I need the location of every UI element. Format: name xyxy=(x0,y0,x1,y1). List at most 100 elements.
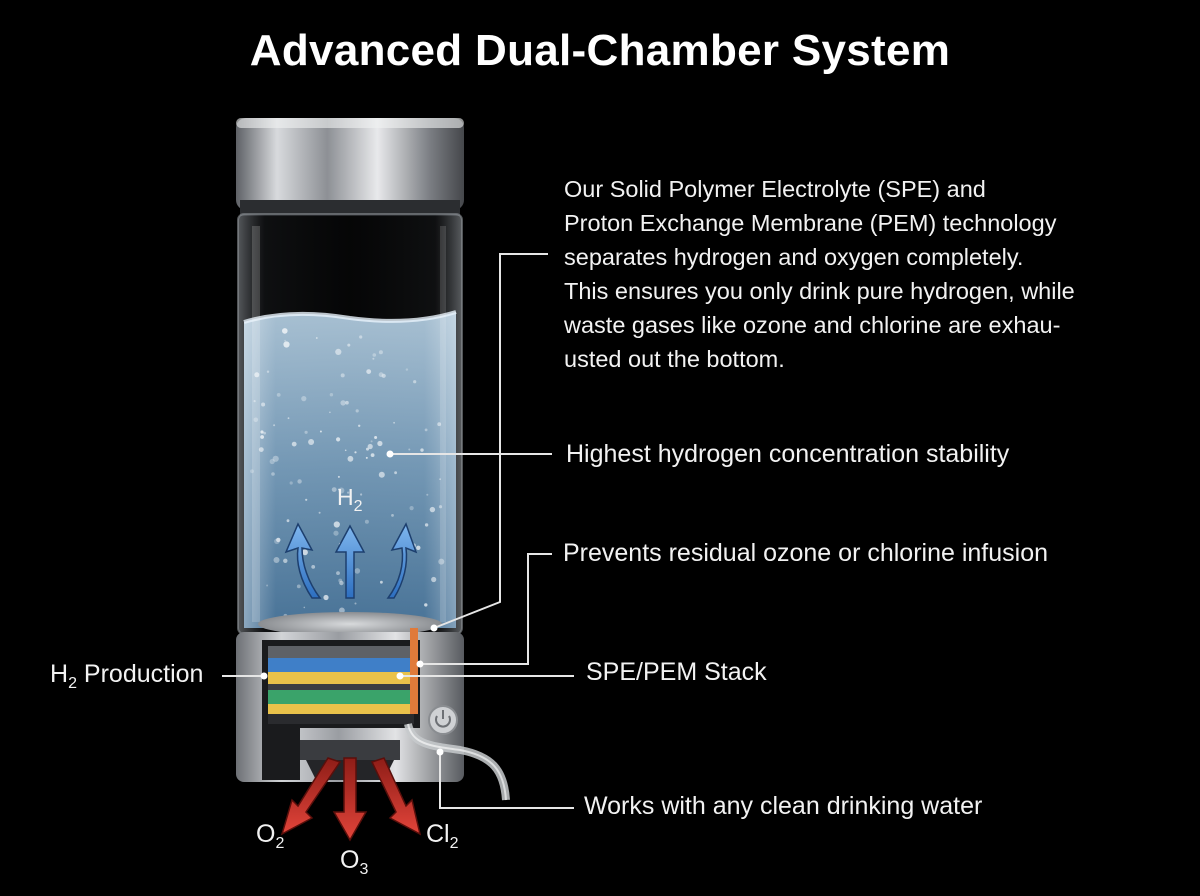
bubble xyxy=(289,481,293,485)
gas-subscript: 2 xyxy=(449,835,459,852)
bubble xyxy=(318,511,321,514)
bubble xyxy=(336,437,341,442)
bubble xyxy=(308,439,315,445)
bubble xyxy=(378,471,385,478)
bubble xyxy=(378,372,384,378)
bubble xyxy=(374,436,378,439)
bubble xyxy=(339,580,344,586)
description-line: waste gases like ozone and chlorine are … xyxy=(564,312,1061,338)
bubble xyxy=(377,440,383,447)
gas-symbol: O xyxy=(340,846,360,874)
bubble xyxy=(408,448,411,451)
bubble xyxy=(381,373,386,378)
production-text: Production xyxy=(83,660,204,688)
description-line: Our Solid Polymer Electrolyte (SPE) and xyxy=(564,176,986,202)
bubble xyxy=(354,451,357,454)
bubble xyxy=(339,607,345,614)
gas-subscript: 3 xyxy=(359,861,369,878)
bubble xyxy=(282,328,288,334)
bubble xyxy=(284,339,287,342)
bubble xyxy=(335,348,342,355)
bubble xyxy=(413,380,417,384)
bubble xyxy=(370,440,373,443)
description-line: This ensures you only drink pure hydroge… xyxy=(564,278,1075,304)
bubble xyxy=(250,469,254,474)
gas-label-o2: O2 xyxy=(256,820,284,853)
callout-stability: Highest hydrogen concentration stability xyxy=(566,440,1010,468)
bubble xyxy=(437,422,442,427)
bottle-cap xyxy=(236,118,464,216)
bubble xyxy=(287,417,290,420)
bubble xyxy=(394,471,397,475)
bubble xyxy=(261,402,266,407)
bubble xyxy=(333,530,339,536)
bubble xyxy=(305,498,308,501)
bubble xyxy=(366,447,369,451)
bubble xyxy=(354,568,361,574)
gas-subscript: 2 xyxy=(275,835,285,852)
callout-dots xyxy=(260,450,444,756)
bubble xyxy=(347,455,354,462)
bubble xyxy=(253,417,259,423)
bubble xyxy=(276,537,281,543)
bubble xyxy=(380,580,383,584)
power-icon[interactable] xyxy=(435,710,451,728)
waste-gas-down-arrows xyxy=(280,757,422,842)
description-line: usted out the bottom. xyxy=(564,346,785,372)
bubble xyxy=(331,487,337,492)
bubble xyxy=(269,458,275,465)
bubble xyxy=(359,335,363,339)
gas-label-cl2: Cl2 xyxy=(426,820,459,853)
bubble xyxy=(364,519,369,524)
spe-pem-stack xyxy=(268,628,418,724)
bubble xyxy=(416,545,421,550)
bubble xyxy=(272,455,279,462)
bubble xyxy=(393,421,395,424)
bubble xyxy=(336,571,340,575)
bubble xyxy=(258,447,264,452)
bubble xyxy=(273,557,280,563)
callout-h2-production: H2 Production xyxy=(50,660,203,693)
bubble xyxy=(338,487,345,494)
bubble xyxy=(329,393,334,397)
bubble xyxy=(409,506,414,511)
callout-clean-water: Works with any clean drinking water xyxy=(584,792,983,820)
bubble xyxy=(311,565,316,569)
bubble xyxy=(283,341,290,348)
h2-symbol: H xyxy=(50,660,69,688)
bubble xyxy=(271,472,275,476)
gas-label-o3: O3 xyxy=(340,846,368,879)
bubble xyxy=(291,441,297,447)
bubble xyxy=(315,337,318,339)
bubble xyxy=(367,443,373,450)
bubble xyxy=(260,435,264,439)
gas-subscript: 2 xyxy=(353,498,363,515)
bubble xyxy=(372,353,377,357)
bubble xyxy=(266,370,270,373)
bubble xyxy=(370,453,375,457)
bubble xyxy=(344,449,347,452)
bubble xyxy=(297,479,302,484)
bubble xyxy=(276,393,281,397)
bubble xyxy=(347,491,350,494)
bubble xyxy=(420,448,424,452)
gas-label-h2: H2 xyxy=(337,484,363,516)
bubble xyxy=(438,558,445,565)
bubble xyxy=(340,400,346,406)
bubble xyxy=(338,578,343,583)
bubble xyxy=(254,372,260,378)
bubble xyxy=(354,602,357,605)
bubble xyxy=(263,431,266,435)
bubble xyxy=(439,478,441,481)
gas-symbol: H xyxy=(337,484,354,510)
bubble xyxy=(424,603,428,607)
bubble xyxy=(273,424,276,427)
bubble xyxy=(338,488,340,491)
bubble xyxy=(286,519,290,523)
callout-prevents-residual: Prevents residual ozone or chlorine infu… xyxy=(563,539,1048,567)
description-line: separates hydrogen and oxygen completely… xyxy=(564,244,1024,270)
bubble xyxy=(431,576,437,583)
gas-symbol: Cl xyxy=(426,820,450,848)
bubble xyxy=(266,584,269,587)
